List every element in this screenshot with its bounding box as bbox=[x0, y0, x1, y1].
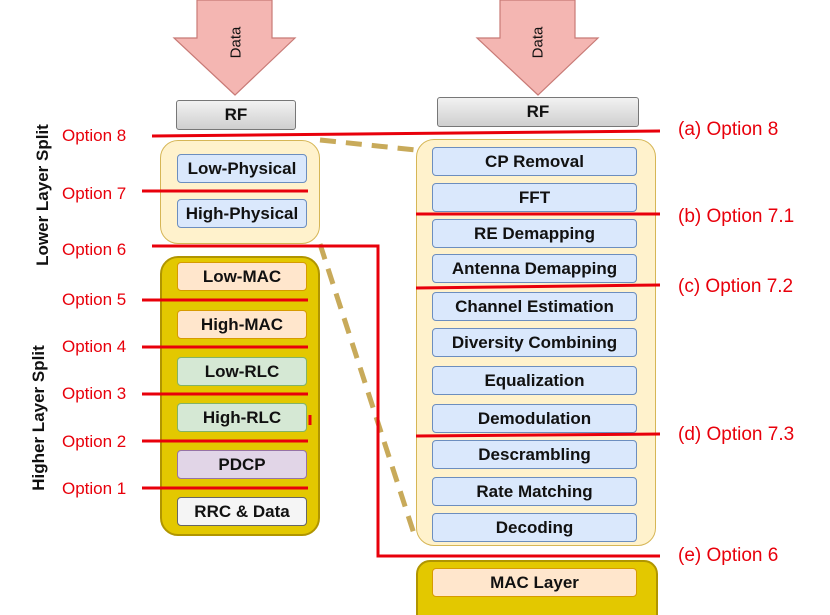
equalization-box: Equalization bbox=[432, 366, 637, 395]
descrambling-box: Descrambling bbox=[432, 440, 637, 469]
option-7-2-line bbox=[415, 283, 661, 290]
option-8-line bbox=[151, 129, 661, 138]
channel-estimation-box: Channel Estimation bbox=[432, 292, 637, 321]
option-3-label: Option 3 bbox=[62, 384, 127, 403]
rate-matching-box: Rate Matching bbox=[432, 477, 637, 506]
option-6-line bbox=[152, 244, 660, 558]
lower-layer-split-label: Lower Layer Split bbox=[33, 124, 52, 266]
fft-box: FFT bbox=[432, 183, 637, 212]
low-physical-box: Low-Physical bbox=[177, 154, 307, 183]
low-rlc-box: Low-RLC bbox=[177, 357, 307, 386]
option-c-label: (c) Option 7.2 bbox=[678, 276, 794, 297]
left-rf-box: RF bbox=[176, 100, 296, 130]
option-4-label: Option 4 bbox=[62, 337, 127, 356]
option-7-3-line bbox=[415, 432, 661, 438]
re-demapping-box: RE Demapping bbox=[432, 219, 637, 248]
diversity-combining-box: Diversity Combining bbox=[432, 328, 637, 357]
high-physical-box: High-Physical bbox=[177, 199, 307, 228]
option-d-label: (d) Option 7.3 bbox=[678, 424, 795, 445]
cp-removal-box: CP Removal bbox=[432, 147, 637, 176]
right-rf-box: RF bbox=[437, 97, 639, 127]
option-b-label: (b) Option 7.1 bbox=[678, 206, 795, 227]
option-5-label: Option 5 bbox=[62, 290, 127, 309]
right-data-arrow bbox=[475, 0, 600, 96]
left-data-arrow bbox=[172, 0, 297, 96]
dashed-connectors bbox=[317, 137, 419, 541]
antenna-demapping-box: Antenna Demapping bbox=[432, 254, 637, 283]
demodulation-box: Demodulation bbox=[432, 404, 637, 433]
rrc-data-box: RRC & Data bbox=[177, 497, 307, 526]
option-8-label: Option 8 bbox=[62, 126, 127, 145]
higher-layer-split-label: Higher Layer Split bbox=[29, 345, 48, 491]
option-a-label: (a) Option 8 bbox=[678, 119, 779, 140]
low-mac-box: Low-MAC bbox=[177, 262, 307, 291]
pdcp-box: PDCP bbox=[177, 450, 307, 479]
option-6-label: Option 6 bbox=[62, 240, 127, 259]
high-rlc-box: High-RLC bbox=[177, 403, 307, 432]
mac-layer-box: MAC Layer bbox=[432, 568, 637, 597]
option-1-label: Option 1 bbox=[62, 479, 127, 498]
decoding-box: Decoding bbox=[432, 513, 637, 542]
option-e-label: (e) Option 6 bbox=[678, 545, 779, 566]
high-mac-box: High-MAC bbox=[177, 310, 307, 339]
option-7-label: Option 7 bbox=[62, 184, 127, 203]
option-2-label: Option 2 bbox=[62, 432, 127, 451]
